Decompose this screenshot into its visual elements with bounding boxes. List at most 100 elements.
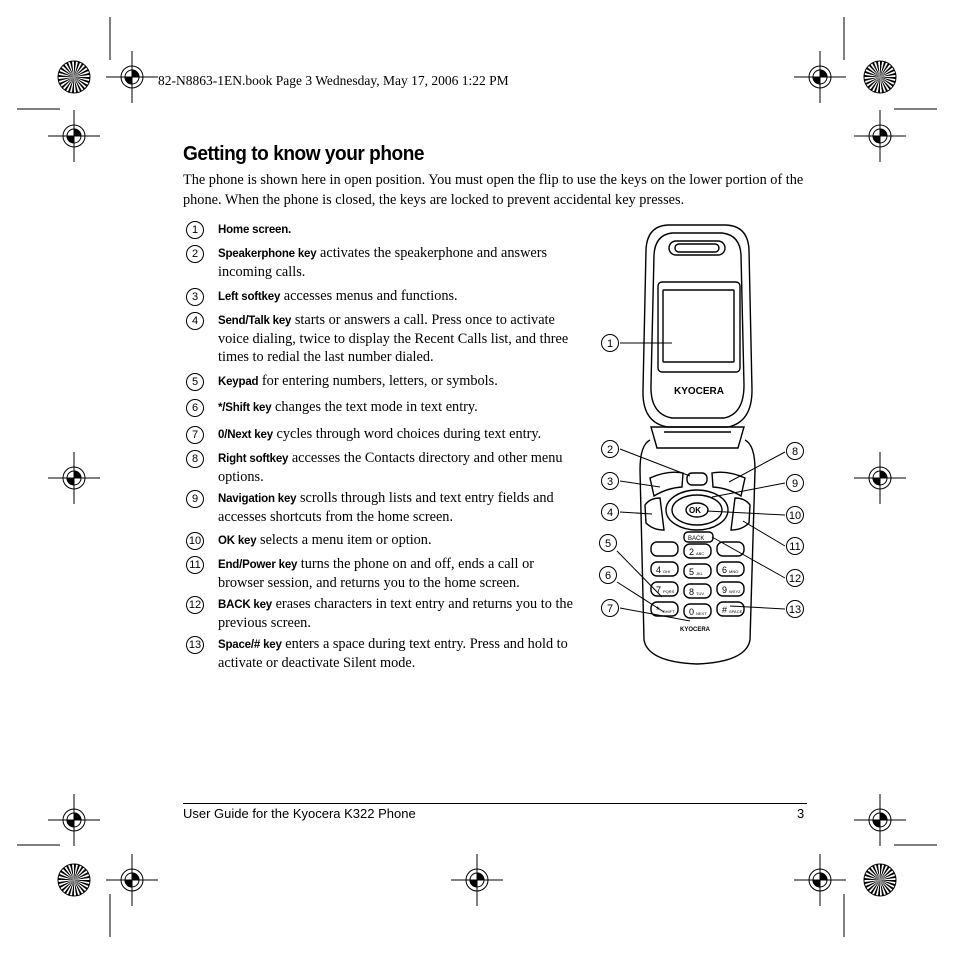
- item-number-badge: 8: [186, 450, 204, 468]
- item-key-name: Home screen.: [218, 224, 292, 236]
- item-key-name: */Shift key: [218, 402, 272, 414]
- callout-circle: [601, 334, 619, 352]
- item-key-text: selects a menu item or option.: [256, 532, 432, 548]
- item-number-badge: 7: [186, 426, 204, 444]
- callout-circle: [601, 472, 619, 490]
- feature-item: 10 OK key selects a menu item or option.: [186, 531, 586, 571]
- item-key-text: starts or answers a call. Press once to …: [218, 312, 569, 365]
- item-number-badge: 2: [186, 245, 204, 263]
- registration-crosshair-icon: [48, 452, 100, 504]
- registration-crosshair-icon: [48, 794, 100, 846]
- item-number-badge: 13: [186, 636, 204, 654]
- callout-circle: [601, 503, 619, 521]
- callout-number: 8: [792, 446, 798, 458]
- feature-item: 7 0/Next key cycles through word choices …: [186, 425, 586, 465]
- callout-circle: [786, 442, 804, 460]
- callout-circle: [599, 566, 617, 584]
- item-key-name: Speakerphone key: [218, 248, 317, 260]
- back-key-label: BACK: [688, 536, 704, 542]
- item-key-name: BACK key: [218, 599, 273, 611]
- callout-number: 10: [789, 510, 801, 522]
- registration-crosshair-icon: [106, 51, 158, 103]
- callout-circle: [786, 569, 804, 587]
- item-number-badge: 9: [186, 490, 204, 508]
- callout-number: 12: [789, 573, 801, 585]
- item-number-badge: 11: [186, 556, 204, 574]
- keypad-key-digit: 2: [689, 547, 694, 557]
- keypad-key-letters: ABC: [696, 551, 704, 556]
- phone-brand-bottom: KYOCERA: [680, 627, 711, 633]
- item-description: Send/Talk key starts or answers a call. …: [218, 311, 582, 366]
- item-number-badge: 1: [186, 221, 204, 239]
- item-description: Navigation key scrolls through lists and…: [218, 489, 582, 526]
- ok-key-label: OK: [689, 506, 701, 515]
- item-description: Left softkey accesses menus and function…: [218, 287, 582, 306]
- registration-crosshair-icon: [794, 854, 846, 906]
- phone-brand-top: KYOCERA: [674, 386, 724, 397]
- keypad-key-digit: *: [656, 605, 660, 615]
- registration-star-icon: [57, 863, 91, 897]
- feature-item: 11 End/Power key turns the phone on and o…: [186, 555, 586, 595]
- item-key-text: turns the phone on and off, ends a call …: [218, 556, 534, 591]
- keypad-key-letters: GHI: [663, 569, 670, 574]
- callout-number: 5: [605, 538, 611, 550]
- callout-number: 11: [789, 541, 800, 553]
- item-key-text: accesses menus and functions.: [280, 288, 458, 304]
- registration-star-icon: [57, 60, 91, 94]
- item-key-name: OK key: [218, 535, 257, 547]
- callout-number: 3: [607, 476, 613, 488]
- feature-item: 13 Space/# key enters a space during text…: [186, 635, 586, 675]
- item-key-name: Right softkey: [218, 453, 289, 465]
- item-description: Speakerphone key activates the speakerph…: [218, 244, 582, 281]
- callout-circle: [599, 534, 617, 552]
- registration-star-icon: [863, 60, 897, 94]
- item-key-name: Left softkey: [218, 291, 281, 303]
- footer-title: User Guide for the Kyocera K322 Phone: [183, 806, 416, 821]
- keypad-key-letters: JKL: [696, 571, 704, 576]
- registration-crosshair-icon: [106, 854, 158, 906]
- callout-number: 6: [605, 570, 611, 582]
- item-number-badge: 3: [186, 288, 204, 306]
- registration-crosshair-icon: [854, 110, 906, 162]
- item-description: Space/# key enters a space during text e…: [218, 635, 582, 672]
- feature-item: 2 Speakerphone key activates the speakerp…: [186, 244, 586, 284]
- item-key-text: enters a space during text entry. Press …: [218, 636, 568, 671]
- item-description: OK key selects a menu item or option.: [218, 531, 582, 550]
- item-key-text: for entering numbers, letters, or symbol…: [258, 373, 498, 389]
- registration-crosshair-icon: [48, 110, 100, 162]
- item-key-name: Send/Talk key: [218, 315, 292, 327]
- item-description: Home screen.: [218, 220, 582, 239]
- keypad-key-digit: 9: [722, 585, 727, 595]
- keypad-key-letters: MNO: [729, 569, 738, 574]
- feature-item: 3 Left softkey accesses menus and functio…: [186, 287, 586, 327]
- feature-item: 6 */Shift key changes the text mode in te…: [186, 398, 586, 438]
- item-description: Keypad for entering numbers, letters, or…: [218, 372, 582, 391]
- item-key-name: 0/Next key: [218, 429, 273, 441]
- item-number-badge: 5: [186, 373, 204, 391]
- registration-crosshair-icon: [854, 794, 906, 846]
- keypad-key-letters: PQRS: [663, 589, 675, 594]
- item-key-text: changes the text mode in text entry.: [271, 399, 478, 415]
- registration-crosshair-icon: [794, 51, 846, 103]
- item-key-name: End/Power key: [218, 559, 298, 571]
- item-description: BACK key erases characters in text entry…: [218, 595, 582, 632]
- keypad-key-digit: #: [722, 605, 727, 615]
- keypad-key-digit: 7: [656, 585, 661, 595]
- item-number-badge: 12: [186, 596, 204, 614]
- item-key-text: cycles through word choices during text …: [272, 426, 542, 442]
- keypad-key-letters: SPACE: [729, 609, 743, 614]
- callout-circle: [786, 506, 804, 524]
- item-description: */Shift key changes the text mode in tex…: [218, 398, 582, 417]
- item-description: End/Power key turns the phone on and off…: [218, 555, 582, 592]
- item-number-badge: 10: [186, 532, 204, 550]
- keypad-key-digit: 0: [689, 607, 694, 617]
- keypad-key-digit: 6: [722, 565, 727, 575]
- item-number-badge: 6: [186, 399, 204, 417]
- callout-number: 7: [607, 603, 613, 615]
- callout-circle: [601, 440, 619, 458]
- item-key-name: Navigation key: [218, 493, 297, 505]
- feature-item: 5 Keypad for entering numbers, letters, o…: [186, 372, 586, 412]
- keypad-key-letters: WXYZ: [729, 589, 741, 594]
